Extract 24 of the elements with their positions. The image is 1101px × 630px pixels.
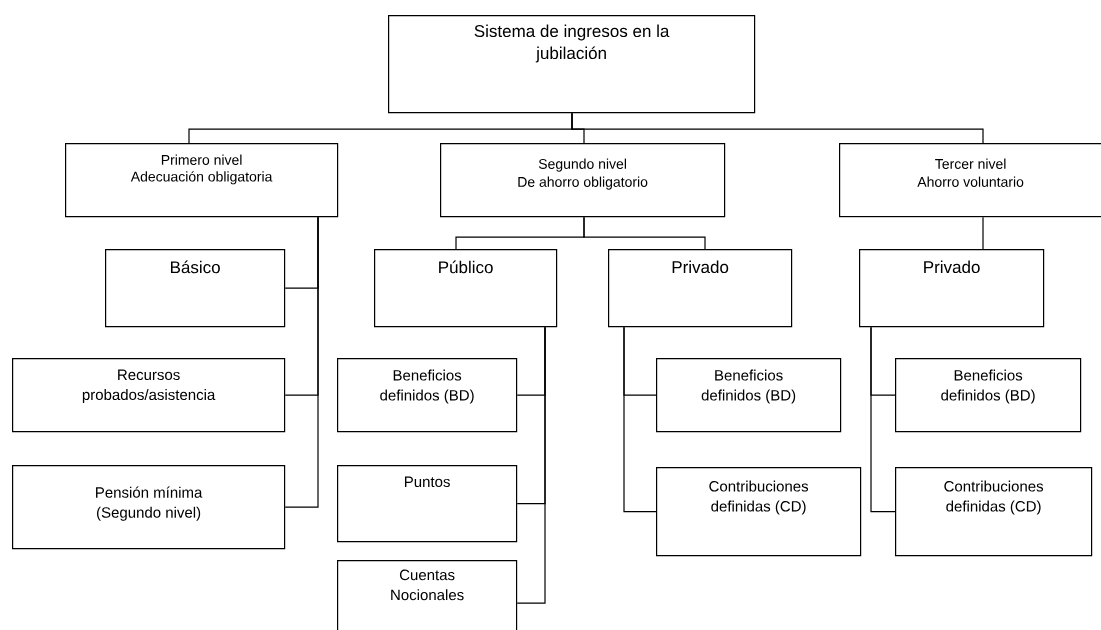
connector-line <box>870 326 896 513</box>
connector-line <box>583 216 706 250</box>
process-box: Segundo nivel De ahorro obligatorio <box>440 143 726 218</box>
process-box: Contribuciones definidas (CD) <box>656 467 862 557</box>
process-box: Beneficios definidos (BD) <box>895 358 1082 433</box>
connector-line <box>571 112 984 144</box>
process-box: Puntos <box>337 465 518 543</box>
process-box: Pensión mínima (Segundo nivel) <box>12 465 286 550</box>
process-box: Contribuciones definidas (CD) <box>895 467 1093 557</box>
process-box: Primero nivel Adecuación obligatoria <box>65 143 339 218</box>
process-box: Privado <box>859 249 1045 328</box>
process-box: Cuentas Nocionales <box>337 560 518 630</box>
process-box: Beneficios definidos (BD) <box>337 358 518 433</box>
process-box: Privado <box>608 249 793 328</box>
process-box: Tercer nivel Ahorro voluntario <box>839 143 1101 218</box>
process-box: Recursos probados/asistencia <box>12 358 286 433</box>
process-box: Público <box>374 249 558 328</box>
process-box: Básico <box>105 249 286 328</box>
connector-line <box>516 326 546 604</box>
connector-line <box>623 326 657 513</box>
connector-line <box>284 216 319 508</box>
connector-line <box>982 216 984 250</box>
process-box: Beneficios definidos (BD) <box>656 358 842 433</box>
process-box: Sistema de ingresos en la jubilación <box>388 15 756 114</box>
